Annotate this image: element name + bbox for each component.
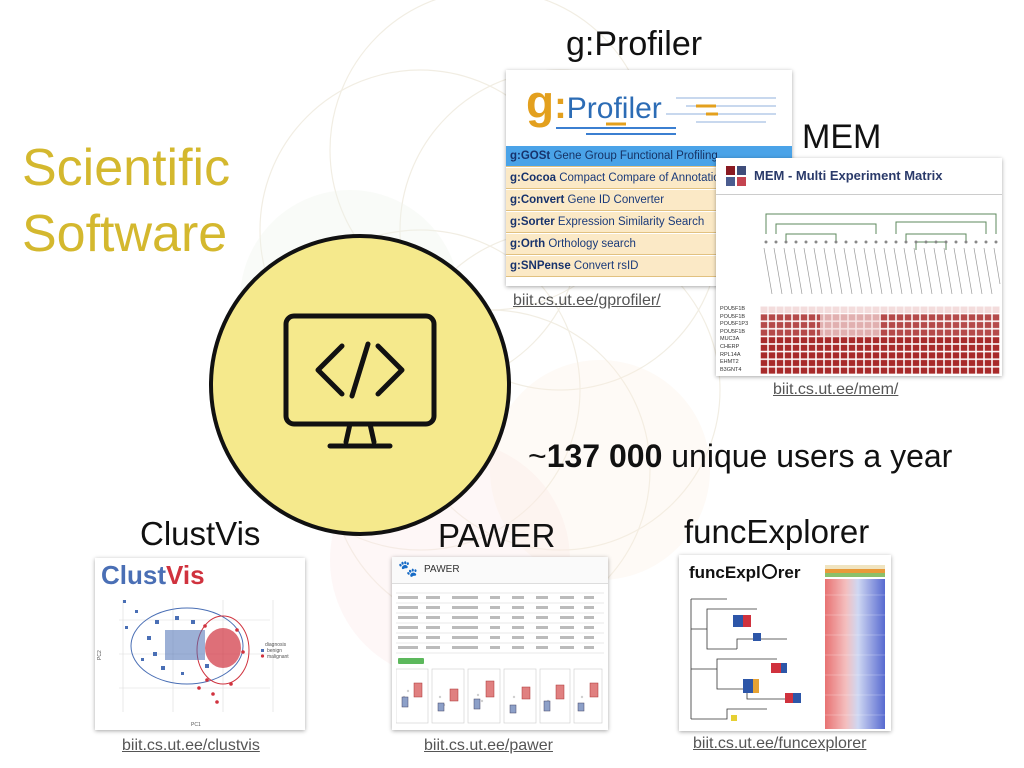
- clustvis-legend-item: malignant: [267, 654, 289, 660]
- mem-gene-label: POU5F1B: [720, 328, 746, 335]
- clustvis-logo: ClustVis: [101, 560, 205, 591]
- mem-logo-icon: [726, 166, 746, 186]
- paw-icon: 🐾: [398, 561, 418, 578]
- stat-suffix: unique users a year: [662, 438, 953, 474]
- slide-title: Scientific Software: [22, 135, 282, 267]
- gprofiler-heading: g:Profiler: [566, 25, 703, 63]
- gprofiler-screenshot[interactable]: g:Profiler g:GOSt Gene Group Functional …: [506, 70, 792, 286]
- pawer-table: [396, 592, 604, 654]
- mem-link[interactable]: biit.cs.ut.ee/mem/: [773, 381, 899, 398]
- clustvis-screenshot[interactable]: ClustVis diagnosis benign malignant PC1 …: [95, 558, 305, 730]
- mem-heatmap: [760, 306, 1000, 374]
- mem-gene-label: CHERP: [720, 343, 740, 350]
- clustvis-logo-b: Vis: [166, 560, 205, 590]
- mem-header: MEM - Multi Experiment Matrix: [716, 158, 1002, 195]
- clustvis-legend-title: diagnosis: [265, 642, 287, 648]
- mem-gene-label: EHMT2: [720, 359, 739, 366]
- gprofiler-logo-lines: [556, 97, 776, 135]
- gprofiler-logo-area: g:Profiler: [506, 70, 792, 146]
- clustvis-ylabel: PC2: [97, 650, 103, 660]
- clustvis-legend-item: benign: [267, 648, 282, 654]
- funcexplorer-logo-b: rer: [777, 563, 801, 582]
- mem-screenshot[interactable]: MEM - Multi Experiment Matrix POU5F1B PO…: [716, 158, 1002, 376]
- mem-gene-label: POU5F1B: [720, 306, 746, 312]
- stat-prefix: ~: [528, 438, 547, 474]
- magnifier-icon: [761, 564, 777, 579]
- mem-gene-labels: POU5F1B POU5F1B POU5F1P3 POU5F1B MUC3A C…: [720, 306, 760, 374]
- gprofiler-logo: g:Profiler: [526, 76, 662, 128]
- title-line-1: Scientific: [22, 139, 231, 197]
- funcexplorer-heading: funcExplorer: [684, 513, 870, 550]
- mem-heading: MEM: [802, 118, 882, 156]
- mem-gene-label: RPL14A: [720, 351, 741, 358]
- funcexplorer-heatmap: [825, 565, 885, 729]
- mem-gene-label: POU5F1P3: [720, 321, 749, 328]
- title-line-2: Software: [22, 205, 228, 263]
- pawer-link[interactable]: biit.cs.ut.ee/pawer: [424, 737, 553, 754]
- clustvis-xlabel: PC1: [191, 722, 201, 728]
- pawer-screenshot[interactable]: 🐾 PAWER: [392, 557, 608, 730]
- funcexplorer-logo: funcExpl rer: [689, 563, 800, 583]
- pawer-green-button[interactable]: [398, 658, 424, 664]
- mem-gene-label: POU5F1B: [720, 313, 746, 320]
- clustvis-link[interactable]: biit.cs.ut.ee/clustvis: [122, 737, 260, 754]
- funcexplorer-link[interactable]: biit.cs.ut.ee/funcexplorer: [693, 735, 867, 752]
- gprofiler-link[interactable]: biit.cs.ut.ee/gprofiler/: [513, 292, 661, 309]
- gprofiler-logo-g: g: [526, 76, 555, 128]
- stat-number: 137 000: [546, 438, 663, 474]
- mem-gene-label: B3GNT4: [720, 366, 742, 373]
- center-circle: [209, 234, 511, 536]
- clustvis-logo-a: Clust: [101, 560, 166, 590]
- funcexplorer-tree: [690, 598, 801, 721]
- pawer-header: 🐾 PAWER: [392, 557, 608, 584]
- pawer-heading: PAWER: [438, 517, 556, 554]
- mem-gene-label: MUC3A: [720, 336, 740, 343]
- mem-dendrogram: [763, 213, 1001, 295]
- mem-banner: MEM - Multi Experiment Matrix: [754, 168, 943, 183]
- pawer-title: PAWER: [424, 564, 460, 575]
- funcexplorer-logo-a: funcExpl: [689, 563, 761, 582]
- clustvis-heading: ClustVis: [140, 515, 261, 552]
- pawer-boxplots: [396, 668, 603, 724]
- monitor-code-icon: [283, 313, 437, 449]
- gprofiler-logo-text: Profiler: [566, 92, 662, 125]
- clustvis-plot: diagnosis benign malignant PC1 PC2: [97, 600, 289, 728]
- user-stat: ~137 000 unique users a year: [528, 438, 952, 475]
- funcexplorer-screenshot[interactable]: funcExpl rer: [679, 555, 891, 731]
